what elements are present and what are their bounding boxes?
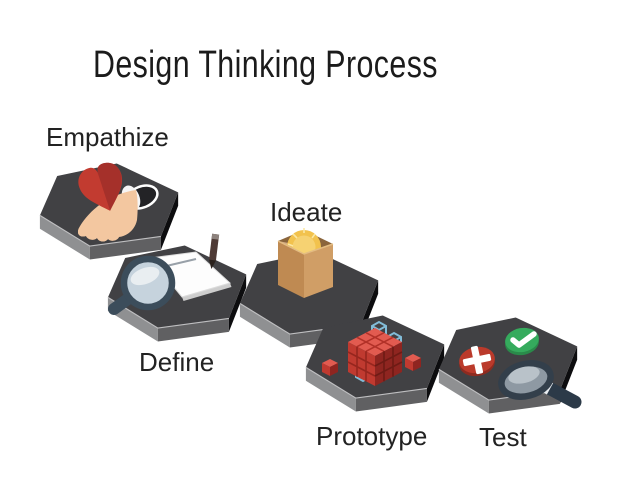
plus-check-magnifier-icon [459, 327, 582, 409]
stage-label-define: Define [139, 347, 215, 377]
magnifier-paper-pencil-icon [108, 233, 232, 315]
check-icon [510, 331, 537, 348]
prototype-hexagon [305, 315, 445, 412]
define-hexagon [107, 233, 247, 342]
fingers [77, 221, 119, 242]
small-cube [405, 354, 421, 371]
magnifier-icon [498, 360, 582, 409]
page-title: Design Thinking Process [93, 44, 438, 86]
pencil-icon [209, 233, 220, 269]
empathize-hexagon [39, 162, 179, 260]
stage-label-test: Test [479, 422, 527, 452]
check-green-badge [505, 327, 539, 356]
stage-label-ideate: Ideate [270, 197, 343, 227]
box-left-wall [278, 241, 304, 298]
plus-icon [462, 345, 492, 375]
cube-cluster [347, 328, 403, 386]
heart-icon [78, 162, 122, 211]
box-right-wall [304, 244, 333, 298]
stage-label-empathize: Empathize [46, 122, 169, 152]
minus-red-badge [459, 345, 495, 377]
magnifier-icon [108, 255, 176, 315]
hand-holding-heart-icon [77, 162, 159, 242]
open-box-lightbulb-icon [277, 228, 334, 298]
red-building-blocks-icon [322, 320, 421, 386]
test-hexagon [438, 317, 582, 414]
stage-label-prototype: Prototype [316, 421, 428, 451]
small-cube [322, 359, 338, 376]
